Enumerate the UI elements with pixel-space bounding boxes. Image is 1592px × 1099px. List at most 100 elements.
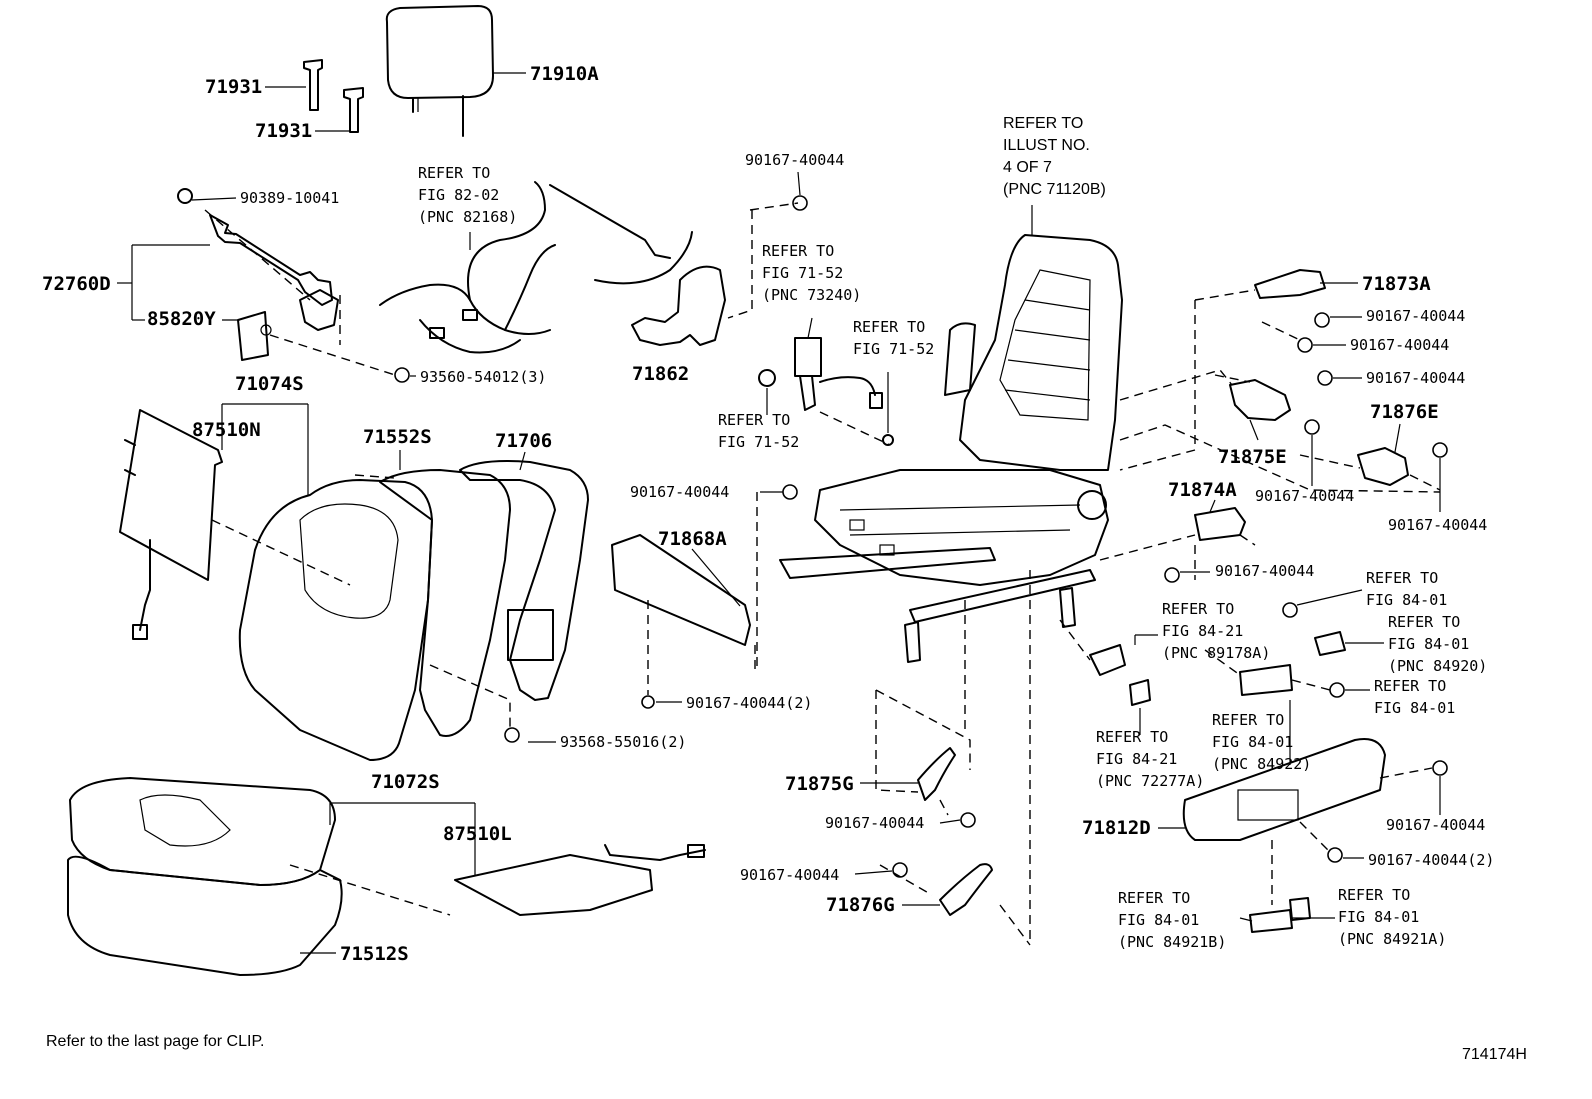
seat-back-frame-71706 [459, 460, 589, 701]
assembly-dashed-lines [204, 202, 1441, 946]
reference-note-n3: REFER TO FIG 71-52 (PNC 73240) [762, 242, 861, 304]
part-label-l71512s: 71512S [340, 943, 409, 965]
reference-note-line: (PNC 84922) [1212, 755, 1311, 773]
reference-note-line: (PNC 73240) [762, 286, 861, 304]
reference-note-line: REFER TO [1366, 569, 1438, 587]
part-label-l90167_07: 90167-40044 [1350, 336, 1449, 354]
part-label-l71875e: 71875E [1218, 446, 1287, 468]
cover-71876g [939, 863, 993, 916]
part-label-l90167_10: 90167-40044 [1388, 516, 1487, 534]
seat-frame [779, 234, 1123, 663]
part-label-l71706: 71706 [495, 430, 552, 452]
reference-note-line: (PNC 84921A) [1338, 930, 1446, 948]
part-label-l71552s: 71552S [363, 426, 432, 448]
seat-cushion-cover-71072s [69, 777, 336, 886]
reference-note-line: FIG 84-01 [1212, 733, 1293, 751]
part-label-l71072s: 71072S [371, 771, 440, 793]
reference-note-line: FIG 84-01 [1388, 635, 1469, 653]
part-label-l90167_04: 90167-40044 [825, 814, 924, 832]
reference-note-line: (PNC 89178A) [1162, 644, 1270, 662]
part-label-l90167_11: 90167-40044 [1215, 562, 1314, 580]
cover-71875g [917, 747, 956, 801]
part-label-l71876e: 71876E [1370, 401, 1439, 423]
seat-back-pad-71552s [379, 469, 511, 737]
part-label-l87510n: 87510N [192, 419, 261, 441]
footer-note: Refer to the last page for CLIP. [46, 1033, 265, 1050]
parts-artwork [67, 5, 1448, 976]
reference-note-line: (PNC 84920) [1388, 657, 1487, 675]
reference-note-line: REFER TO [1338, 886, 1410, 904]
part-label-l87510l: 87510L [443, 823, 512, 845]
part-label-l90167_08: 90167-40044 [1366, 369, 1465, 387]
reference-note-line: REFER TO [718, 411, 790, 429]
part-label-l71873a: 71873A [1362, 273, 1431, 295]
part-label-l71812d: 71812D [1082, 817, 1151, 839]
reference-note-line: (PNC 84921B) [1118, 933, 1226, 951]
reference-note-line: FIG 84-21 [1096, 750, 1177, 768]
reference-note-n8: REFER TO FIG 84-01 (PNC 84920) [1388, 613, 1487, 675]
part-label-l93560: 93560-54012(3) [420, 368, 546, 386]
trim-71868a [611, 534, 751, 646]
reference-note-line: REFER TO [418, 164, 490, 182]
reference-note-line: REFER TO [1096, 728, 1168, 746]
reference-note-line: FIG 84-01 [1366, 591, 1447, 609]
reference-note-n11: REFER TO FIG 84-21 (PNC 72277A) [1096, 728, 1204, 790]
part-label-l90167_05: 90167-40044 [740, 866, 839, 884]
fasteners [394, 195, 1448, 878]
reference-note-line: FIG 71-52 [762, 264, 843, 282]
bracket-71874a [1194, 507, 1246, 541]
part-label-l90167_12: 90167-40044 [1386, 816, 1485, 834]
pad-87510l [454, 844, 706, 916]
part-label-l71931b: 71931 [255, 120, 312, 142]
reference-note-n6: REFER TO FIG 84-01 [1366, 569, 1447, 609]
reference-note-line: REFER TO [853, 318, 925, 336]
shield-71862 [631, 265, 726, 346]
part-label-l90167_06: 90167-40044 [1366, 307, 1465, 325]
part-label-l72760d: 72760D [42, 273, 111, 295]
part-number-labels: 719317193171910A90389-1004172760D85820Y9… [42, 63, 1494, 965]
part-label-l90167_09: 90167-40044 [1255, 487, 1354, 505]
shield-71812d [1182, 738, 1386, 841]
reference-note-line: (PNC 72277A) [1096, 772, 1204, 790]
reference-note-line: FIG 84-21 [1162, 622, 1243, 640]
reference-note-line: FIG 84-01 [1118, 911, 1199, 929]
reference-note-line: REFER TO [1388, 613, 1460, 631]
reference-note-line: (PNC 82168) [418, 208, 517, 226]
reference-note-line: 4 OF 7 [1003, 159, 1052, 176]
reference-note-line: FIG 84-01 [1338, 908, 1419, 926]
bracket-71873a [1254, 269, 1326, 299]
part-label-l71874a: 71874A [1168, 479, 1237, 501]
reference-note-line: FIG 84-01 [1374, 699, 1455, 717]
part-label-l71868a: 71868A [658, 528, 727, 550]
headrest-support-71931 [303, 59, 364, 133]
part-label-l71862: 71862 [632, 363, 689, 385]
bracket-71875e [1229, 379, 1291, 421]
seat-back-cover-71074s [238, 479, 433, 761]
leader-lines [117, 72, 1441, 954]
headrest-71910a [385, 5, 494, 137]
part-label-l71875g: 71875G [785, 773, 854, 795]
seat-cushion-pad-71512s [67, 855, 343, 976]
part-label-l71876g: 71876G [826, 894, 895, 916]
reference-note-n12: REFER TO FIG 84-01 (PNC 84921B) [1118, 889, 1226, 951]
part-label-l71910a: 71910A [530, 63, 599, 85]
reference-note-line: (PNC 71120B) [1003, 181, 1106, 198]
reference-note-line: REFER TO [762, 242, 834, 260]
reference-note-line: REFER TO [1003, 115, 1083, 132]
pad-87510n [119, 409, 223, 640]
reference-note-n13: REFER TO FIG 84-01 (PNC 84921A) [1338, 886, 1446, 948]
reference-note-line: REFER TO [1118, 889, 1190, 907]
part-label-l90167_02: 90167-40044 [630, 483, 729, 501]
reference-note-line: FIG 71-52 [718, 433, 799, 451]
reference-note-line: FIG 82-02 [418, 186, 499, 204]
part-label-l90389: 90389-10041 [240, 189, 339, 207]
reference-note-n7: REFER TO FIG 84-21 (PNC 89178A) [1162, 600, 1270, 662]
part-label-l71074s: 71074S [235, 373, 304, 395]
reference-note-line: REFER TO [1162, 600, 1234, 618]
part-label-l90167_03: 90167-40044(2) [686, 694, 812, 712]
